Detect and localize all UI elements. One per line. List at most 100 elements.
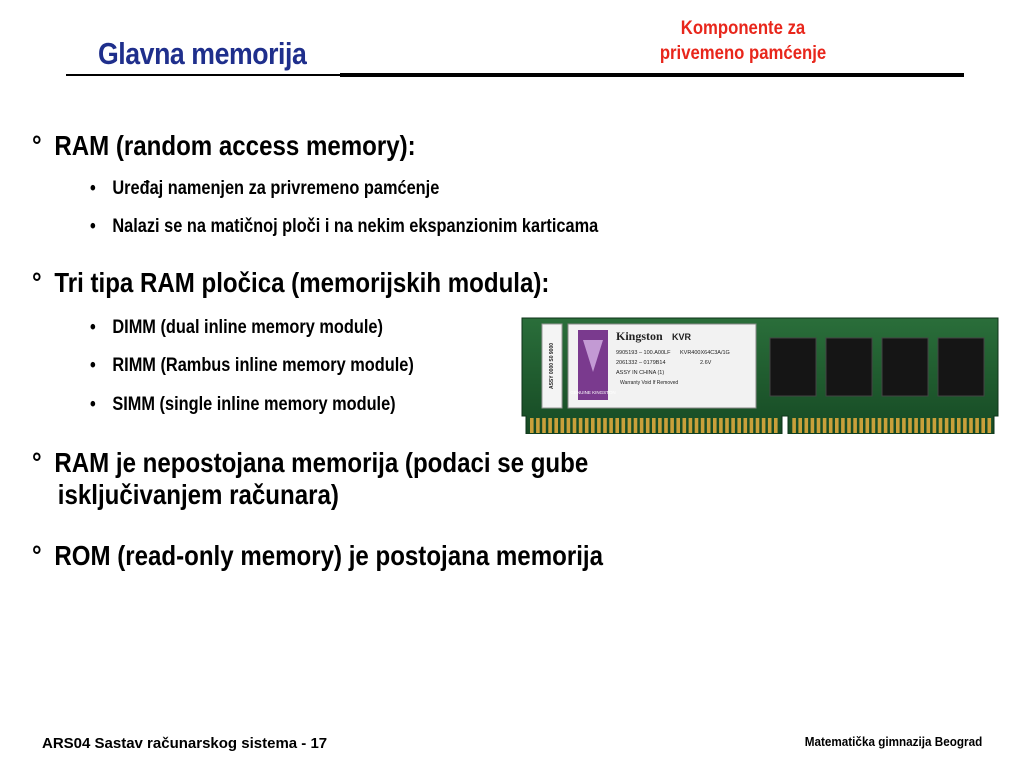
bullet-ram-sub2: •Nalazi se na matičnoj ploči i na nekim … <box>90 216 598 238</box>
ram-contact-pin <box>761 418 766 433</box>
ram-contact-pin <box>902 418 906 433</box>
sub-bullet-marker: • <box>90 178 96 199</box>
ram-contact-pin <box>835 418 839 433</box>
ram-contact-pin <box>944 418 949 433</box>
ram-contact-pin <box>767 418 772 433</box>
ram-brand: Kingston <box>616 329 663 343</box>
ram-contact-pin <box>591 418 595 433</box>
ram-module-image: ASSY 0000 S0 9000 GENUINE KINGSTON Kings… <box>521 317 999 434</box>
sub-bullet-marker: • <box>90 355 96 376</box>
ram-contact-pin <box>975 418 979 433</box>
bullet-marker: ° <box>32 540 42 571</box>
bullet-dimm-text: DIMM (dual inline memory module) <box>112 317 383 338</box>
ram-contact-pin <box>755 418 760 433</box>
ram-label-line-6: Warranty Void If Removed <box>620 380 678 386</box>
ram-memory-chip <box>881 337 929 397</box>
bullet-rom-text: ROM (read-only memory) je postojana memo… <box>54 540 603 571</box>
ram-contact-pin <box>682 418 687 433</box>
ram-label-line-5: ASSY IN CHINA (1) <box>616 370 664 376</box>
ram-contact-pin <box>566 418 571 433</box>
ram-serial-text: ASSY 0000 S0 9000 <box>549 343 555 389</box>
ram-contact-pin <box>841 418 845 433</box>
title-rule-thick <box>340 73 964 77</box>
ram-contact-pin <box>706 418 711 433</box>
ram-contact-pin <box>932 418 937 433</box>
ram-model: KVR <box>672 332 692 342</box>
ram-label-line-4: 2.6V <box>700 360 712 366</box>
ram-label-line-3: 2061332 – 0179B14 <box>616 360 666 366</box>
ram-side-text: GENUINE KINGSTON <box>570 390 615 395</box>
ram-contact-pin <box>877 418 882 433</box>
bullet-simm: • SIMM (single inline memory module) <box>90 394 396 416</box>
bullet-rom: ° ROM (read-only memory) je postojana mem… <box>32 540 603 572</box>
ram-serial-sticker <box>541 323 563 409</box>
bullet-types-text: Tri tipa RAM pločica (memorijskih modula… <box>54 267 550 298</box>
bullet-volatile-line2: isključivanjem računara) <box>57 479 339 510</box>
bullet-marker: ° <box>32 267 42 298</box>
bullet-ram-sub2-text: Nalazi se na matičnoj ploči i na nekim e… <box>112 216 599 237</box>
bullet-ram-text: RAM (random access memory): <box>54 130 416 161</box>
ram-contact-pin <box>713 418 717 433</box>
ram-contact-pin <box>883 418 888 433</box>
ram-contact-pin <box>920 418 924 433</box>
sub-bullet-marker: • <box>90 394 96 415</box>
sub-bullet-marker: • <box>90 317 96 338</box>
ram-contact-pin <box>853 418 857 433</box>
ram-chips <box>769 337 985 397</box>
ram-contact-pin <box>554 418 558 433</box>
bullet-ram-sub1: • Uređaj namenjen za privremeno pamćenje <box>90 178 439 200</box>
ram-memory-chip <box>769 337 817 397</box>
ram-contact-pin <box>670 418 674 433</box>
ram-contact-pin <box>816 418 821 433</box>
ram-contact-pin <box>896 418 900 433</box>
ram-contact-pin <box>725 418 729 433</box>
ram-contact-pin <box>621 418 626 433</box>
bullet-volatile: ° RAM je nepostojana memorija (podaci se … <box>32 447 588 511</box>
ram-contact-pin <box>957 418 961 433</box>
ram-contact-pin <box>749 418 754 433</box>
subtitle-line-2: privemeno pamćenje <box>659 43 827 64</box>
slide-subtitle: Komponente za privemeno pamćenje <box>624 16 862 66</box>
ram-contact-pin <box>627 418 632 433</box>
ram-contact-pin <box>859 418 863 433</box>
bullet-marker: ° <box>32 447 42 478</box>
bullet-simm-text: SIMM (single inline memory module) <box>112 394 396 415</box>
ram-contact-pin <box>810 418 815 433</box>
ram-contact-pin <box>828 418 833 433</box>
ram-contact-pin <box>700 418 705 433</box>
ram-contact-pin <box>658 418 662 433</box>
ram-contact-pin <box>914 418 918 433</box>
ram-contact-pin <box>603 418 607 433</box>
ram-contact-pin <box>597 418 601 433</box>
footer-course: ARS04 Sastav računarskog sistema - 17 <box>42 735 328 752</box>
ram-contact-pin <box>688 418 693 433</box>
ram-contact-pin <box>542 418 546 433</box>
slide-title: Glavna memorija <box>98 36 307 71</box>
ram-contact-pin <box>938 418 943 433</box>
ram-contact-pin <box>652 418 656 433</box>
ram-contact-pin <box>694 418 699 433</box>
ram-contact-pin <box>536 418 540 433</box>
ram-contact-pin <box>987 418 992 433</box>
bullet-types: ° Tri tipa RAM pločica (memorijskih modul… <box>32 267 549 299</box>
ram-contact-pin <box>798 418 802 433</box>
ram-contact-pin <box>774 418 778 433</box>
ram-memory-chip <box>825 337 873 397</box>
ram-contact-pin <box>664 418 668 433</box>
ram-contact-pin <box>560 418 565 433</box>
ram-contact-pin <box>609 418 613 433</box>
bullet-ram-sub1-text: Uređaj namenjen za privremeno pamćenje <box>112 178 440 199</box>
ram-contact-pin <box>865 418 870 433</box>
ram-contact-pin <box>792 418 796 433</box>
ram-contact-pin <box>963 418 967 433</box>
ram-contact-pin <box>633 418 638 433</box>
ram-contact-pin <box>615 418 619 433</box>
bullet-volatile-line1: RAM je nepostojana memorija (podaci se g… <box>54 447 589 478</box>
ram-contact-pin <box>584 418 589 433</box>
subtitle-line-1: Komponente za <box>680 18 806 39</box>
ram-contact-pin <box>676 418 680 433</box>
ram-contact-pin <box>847 418 851 433</box>
ram-contact-pin <box>743 418 748 433</box>
bullet-dimm: • DIMM (dual inline memory module) <box>90 317 383 339</box>
ram-contact-pin <box>639 418 644 433</box>
